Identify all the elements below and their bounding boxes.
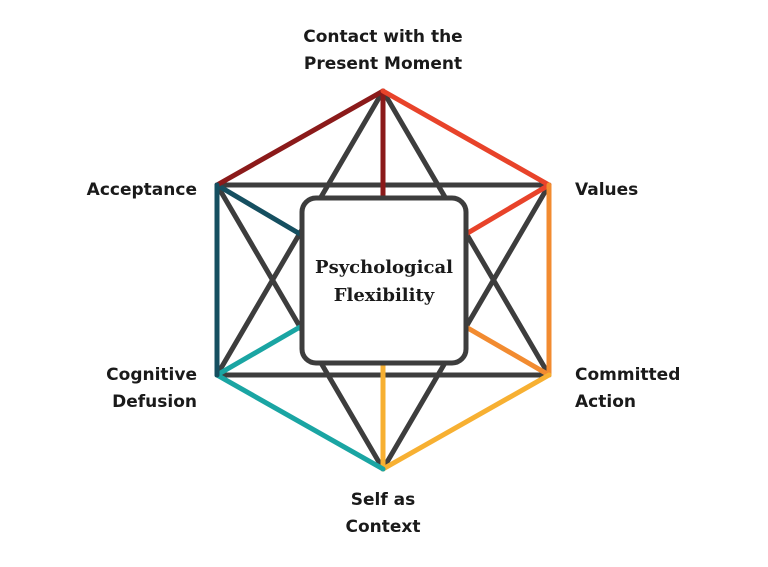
node-label-values: Values — [575, 177, 725, 204]
spoke-cognitive-defusion — [214, 324, 303, 378]
node-label-present-moment: Contact with the Present Moment — [283, 24, 483, 78]
node-label-acceptance-line1: Acceptance — [86, 180, 197, 200]
node-label-committed-action: Committed Action — [575, 362, 745, 416]
node-label-acceptance: Acceptance — [40, 177, 197, 204]
node-label-committed-action-line2: Action — [575, 392, 636, 412]
node-label-present-moment-line2: Present Moment — [303, 54, 463, 74]
hexagon-edges — [214, 88, 552, 472]
node-label-committed-action-line1: Committed — [575, 365, 681, 385]
node-label-self-as-context: Self as Context — [283, 487, 483, 541]
center-label: Psychological Flexibility — [302, 254, 466, 310]
edge-values — [380, 88, 552, 188]
center-label-line1: Psychological — [315, 257, 453, 278]
spoke-acceptance — [214, 182, 303, 237]
node-label-values-line1: Values — [575, 180, 639, 200]
node-label-cognitive-defusion: Cognitive Defusion — [40, 362, 197, 416]
spoke-values — [463, 182, 552, 237]
edge-present-moment — [214, 88, 386, 188]
spoke-lines — [214, 88, 552, 472]
center-label-line2: Flexibility — [333, 285, 435, 306]
node-label-self-as-context-line2: Context — [345, 517, 421, 537]
node-label-cognitive-defusion-line2: Defusion — [112, 392, 197, 412]
node-label-cognitive-defusion-line1: Cognitive — [106, 365, 197, 385]
node-label-self-as-context-line1: Self as — [350, 490, 416, 510]
spoke-committed-action — [463, 324, 552, 378]
edge-self-as-context — [380, 372, 552, 472]
edge-cognitive-defusion — [214, 372, 386, 472]
node-label-present-moment-line1: Contact with the — [303, 27, 463, 47]
psychological-flexibility-box — [299, 195, 469, 366]
